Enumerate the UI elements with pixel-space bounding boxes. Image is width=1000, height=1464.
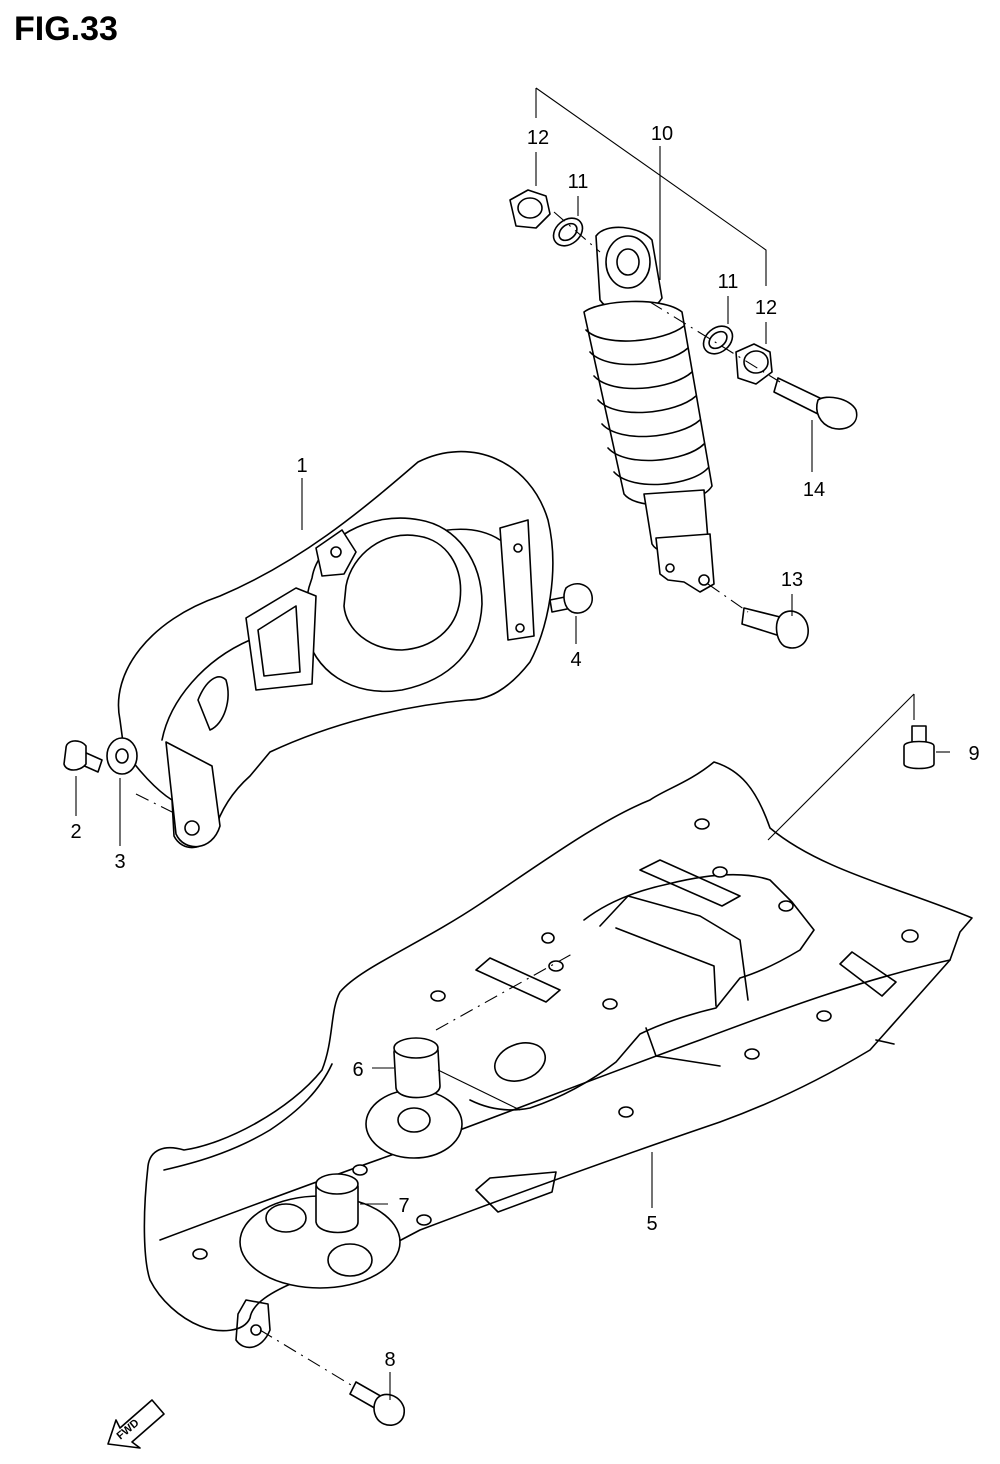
shock-leader-lines [535,87,813,616]
callout-3: 3 [114,851,125,873]
panel-bolt-axis [259,1329,357,1389]
callout-14: 14 [803,479,825,501]
shock-bolt-axis [649,301,781,383]
bushing-6 [393,1037,441,1099]
bushing-6-axis [435,953,573,1031]
callout-2: 2 [70,821,81,843]
callout-11-right: 11 [718,271,739,293]
panel-leader-lines [360,693,950,1400]
callout-8: 8 [384,1349,395,1371]
callout-13: 13 [781,569,803,591]
nut-12-right [735,343,773,385]
fwd-direction-arrow: FWD [107,1399,165,1449]
callout-4: 4 [570,649,581,671]
bolt-14 [773,377,858,430]
nut-12-left [509,189,551,229]
callout-5: 5 [646,1213,657,1235]
figure-title: FIG.33 [14,10,118,48]
washer-11-left [552,217,584,247]
washer-3 [106,737,138,775]
washer-11-right [702,325,734,355]
bolt-4 [549,583,593,614]
bolt-8 [349,1381,405,1426]
shock-top-axis [553,211,601,253]
bolt-13 [741,607,809,649]
callout-1: 1 [296,455,307,477]
bushing-7 [315,1173,359,1234]
bolt-9 [903,725,935,770]
cover-bolt-axis [135,793,177,815]
floor-panel [143,761,973,1349]
rear-shock-absorber [583,226,715,593]
callout-11-left: 11 [568,171,589,193]
bolt-2 [63,740,103,773]
callout-10: 10 [651,123,673,145]
callout-9: 9 [968,743,979,765]
callout-7: 7 [398,1195,409,1217]
callout-12-left: 12 [527,127,549,149]
case-cover [117,450,554,849]
callout-12-right: 12 [755,297,777,319]
callout-6: 6 [352,1059,363,1081]
cover-leader-lines [75,478,577,846]
shock-lower-axis [707,583,749,613]
